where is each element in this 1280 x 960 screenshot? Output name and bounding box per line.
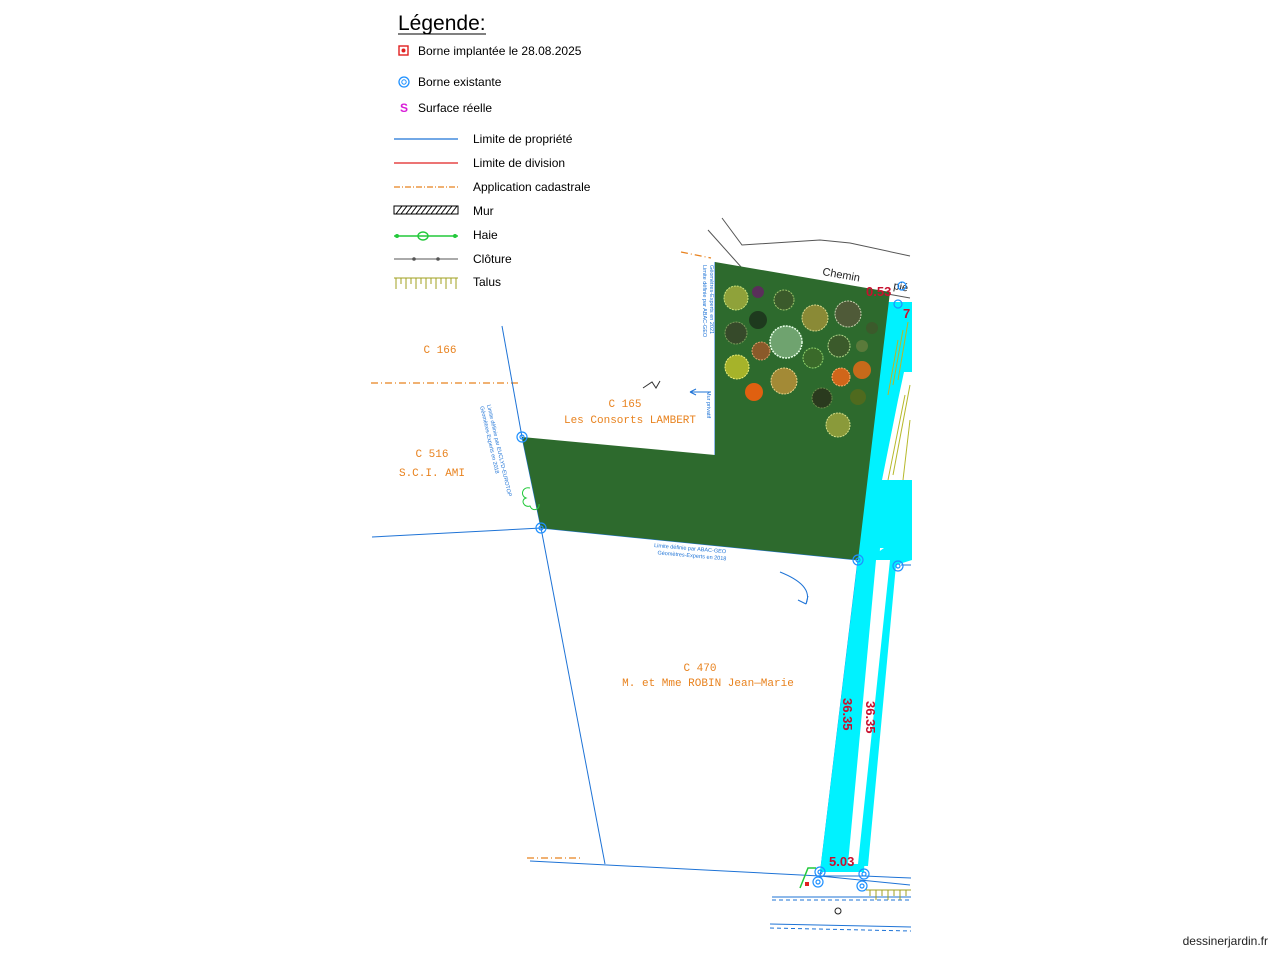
borne-existante-icon: [858, 868, 870, 880]
borne-existante-icon: [398, 76, 410, 88]
green-arrow-icon: [799, 867, 816, 889]
borne-implantee-icon: [398, 45, 409, 56]
note-limite-top-line1: Limite définie par ABAC-GEO: [701, 265, 707, 338]
hedge: [522, 487, 540, 511]
red-marker-icon: [805, 882, 809, 886]
borne-existante-icon: [856, 880, 868, 892]
dim-strip-right: 36.35: [863, 701, 878, 734]
parcel-c470-owner: M. et Mme ROBIN Jean—Marie: [622, 678, 794, 690]
dim-strip-width: 5.03: [829, 854, 854, 869]
credit-text: dessinerjardin.fr: [1182, 934, 1268, 948]
dim-top-edge: 0.53: [866, 284, 891, 299]
note-mur-privatif-text: Mur privatif: [705, 391, 711, 419]
borne-existante-icon: [893, 299, 903, 309]
haie-line-icon: [394, 231, 458, 241]
legend-label-borne-existante: Borne existante: [418, 75, 502, 89]
arrow-head-icon: [689, 388, 697, 396]
point-icon: [834, 907, 842, 915]
parcel-c165-id: C 165: [608, 399, 641, 411]
legend-label-haie: Haie: [473, 228, 498, 242]
dim-strip-left: 36.35: [840, 698, 855, 731]
borne-existante-icon: [812, 876, 824, 888]
surface-reelle-icon: S: [400, 101, 408, 115]
parcel-c165-owner: Les Consorts LAMBERT: [564, 415, 696, 427]
note-limite-bottom-line2: Géomètres-Experts en 2018: [657, 550, 726, 562]
legend-label-cloture: Clôture: [473, 252, 512, 266]
mur-hatch-icon: [393, 205, 459, 215]
boundary-markers: [516, 281, 907, 892]
embankment-lines: [887, 321, 911, 481]
borne-existante-icon: [892, 560, 904, 572]
small-marks: [642, 380, 661, 389]
legend-label-application-cadastrale: Application cadastrale: [473, 180, 591, 194]
borne-existante-icon: [516, 431, 528, 443]
legend-label-talus: Talus: [473, 275, 501, 289]
legend-label-borne-implantee: Borne implantée le 28.08.2025: [418, 44, 582, 58]
borne-existante-icon: [897, 281, 907, 291]
note-limite-top: Limite définie par ABAC-GEO Géomètres-Ex…: [701, 265, 714, 338]
curved-arrow-head-icon: [797, 595, 809, 605]
note-limite-top-line2: Géomètres-Experts en 2021: [708, 265, 714, 334]
note-mur-privatif: Mur privatif: [705, 391, 711, 419]
parcel-c516-owner: S.C.I. AMI: [399, 468, 465, 480]
parcel-c166-id: C 166: [423, 345, 456, 357]
parcel-c470-id: C 470: [683, 663, 716, 675]
legend-label-surface-reelle: Surface réelle: [418, 101, 492, 115]
dim-right-edge-partial: 7: [903, 306, 910, 321]
map: Chemin pié: [371, 217, 912, 932]
talus-bottom: [866, 889, 911, 900]
borne-existante-icon: [852, 554, 864, 566]
talus-icon: [394, 277, 458, 289]
legend: Légende: Borne implantée le 28.08.2025 B…: [393, 12, 591, 289]
parcel-c516-id: C 516: [415, 449, 448, 461]
borne-existante-icon: [535, 522, 547, 534]
legend-title: Légende:: [398, 12, 486, 35]
cloture-line-icon: [394, 257, 458, 261]
legend-label-mur: Mur: [473, 204, 494, 218]
legend-label-limite-division: Limite de division: [473, 156, 565, 170]
planting-group: [723, 285, 878, 438]
legend-label-limite-propriete: Limite de propriété: [473, 132, 573, 146]
